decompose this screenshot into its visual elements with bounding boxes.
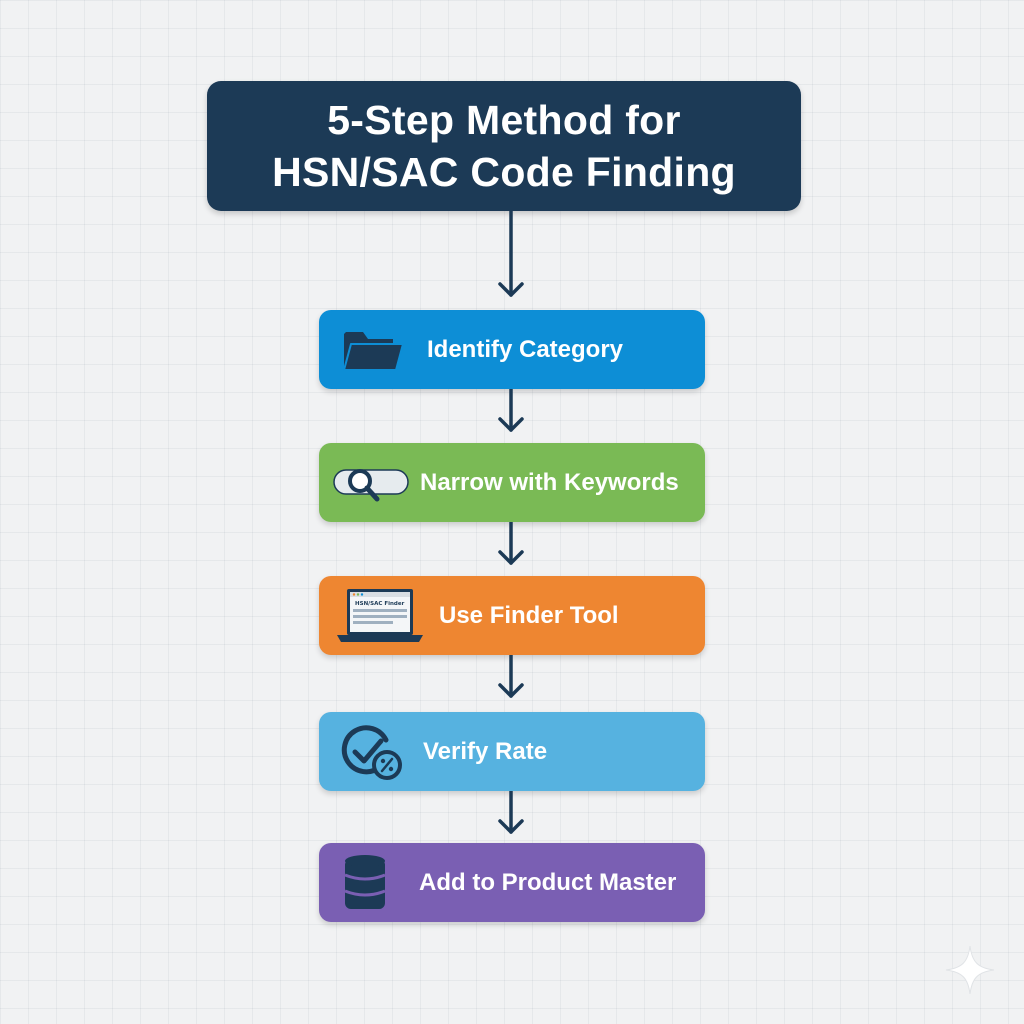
connector-arrow bbox=[498, 211, 524, 297]
title-box: 5-Step Method for HSN/SAC Code Finding bbox=[207, 81, 801, 211]
step-identify-category: Identify Category bbox=[319, 310, 705, 389]
database-icon bbox=[341, 843, 389, 922]
step-label: Identify Category bbox=[427, 336, 624, 363]
magnifier-icon bbox=[332, 443, 410, 522]
check-percent-icon bbox=[339, 712, 407, 791]
step-label: Use Finder Tool bbox=[439, 602, 619, 629]
sparkle-icon bbox=[945, 945, 995, 995]
step-narrow-keywords: Narrow with Keywords bbox=[319, 443, 705, 522]
connector-arrow bbox=[498, 791, 524, 834]
connector-arrow bbox=[498, 389, 524, 432]
connector-arrow bbox=[498, 522, 524, 565]
step-label: Verify Rate bbox=[423, 738, 548, 765]
title-line-1: 5-Step Method for bbox=[327, 97, 681, 143]
laptop-icon: HSN/SAC Finder bbox=[333, 576, 427, 655]
step-add-product-master: Add to Product Master bbox=[319, 843, 705, 922]
step-use-finder-tool: HSN/SAC Finder Use Finder Tool bbox=[319, 576, 705, 655]
step-verify-rate: Verify Rate bbox=[319, 712, 705, 791]
title-line-2: HSN/SAC Code Finding bbox=[272, 149, 736, 195]
folder-icon bbox=[341, 310, 405, 389]
step-label: Narrow with Keywords bbox=[420, 469, 679, 496]
laptop-screen-text: HSN/SAC Finder bbox=[355, 601, 405, 607]
connector-arrow bbox=[498, 655, 524, 698]
step-label: Add to Product Master bbox=[419, 869, 677, 896]
